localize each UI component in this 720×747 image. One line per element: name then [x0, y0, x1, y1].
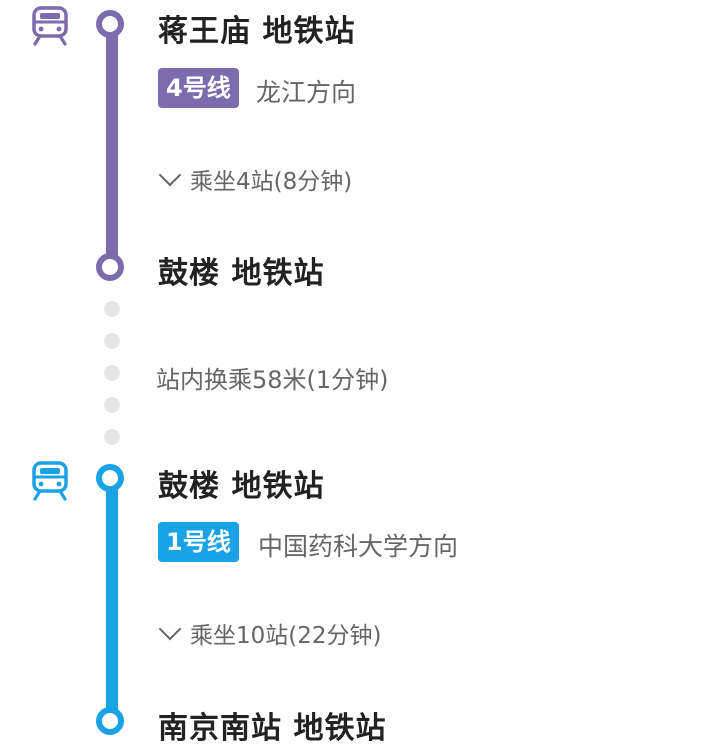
ride-info-toggle[interactable]: 乘坐10站(22分钟) — [158, 616, 381, 650]
transfer-dot — [104, 333, 120, 349]
chevron-down-icon — [158, 163, 182, 187]
transfer-dot — [104, 365, 120, 381]
ride-info-text: 乘坐4站(8分钟) — [190, 169, 353, 195]
start-station-name[interactable]: 蒋王庙 地铁站 — [158, 14, 356, 49]
metro-train-icon — [32, 461, 68, 501]
end-station-node — [96, 253, 124, 281]
chevron-down-icon — [158, 617, 182, 641]
transfer-dot — [104, 429, 120, 445]
start-station-node — [96, 10, 124, 38]
line-badge: 4号线 — [158, 68, 239, 108]
end-station-node — [96, 707, 124, 735]
end-station-name[interactable]: 鼓楼 地铁站 — [158, 256, 325, 291]
transfer-dot — [104, 301, 120, 317]
ride-info-toggle[interactable]: 乘坐4站(8分钟) — [158, 162, 352, 196]
line-badge: 1号线 — [158, 522, 239, 562]
transfer-info: 站内换乘58米(1分钟) — [156, 366, 389, 394]
start-station-name[interactable]: 鼓楼 地铁站 — [158, 469, 325, 504]
ride-info-text: 乘坐10站(22分钟) — [190, 623, 382, 649]
end-station-name[interactable]: 南京南站 地铁站 — [158, 711, 387, 746]
line4-route-bar — [106, 24, 118, 266]
transfer-dot — [104, 397, 120, 413]
start-station-node — [96, 464, 124, 492]
metro-train-icon — [32, 6, 68, 46]
direction-label: 龙江方向 — [256, 78, 357, 107]
line1-route-bar — [106, 478, 118, 723]
direction-label: 中国药科大学方向 — [258, 532, 459, 561]
